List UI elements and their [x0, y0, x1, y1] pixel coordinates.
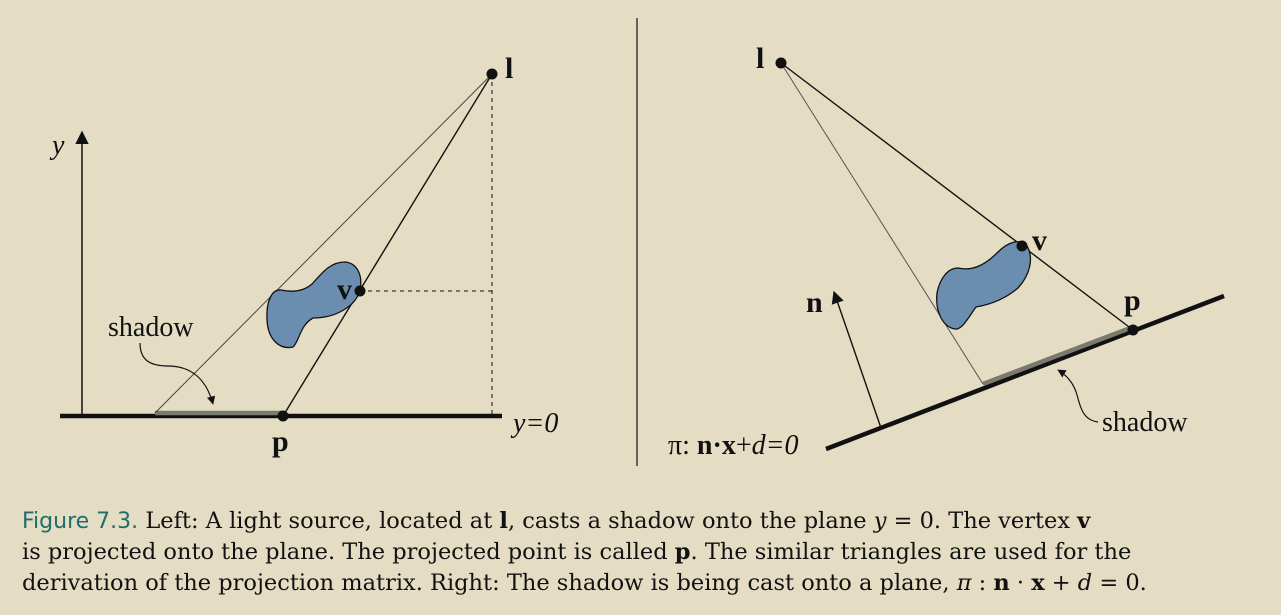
caption-text: . The similar triangles are used for the	[690, 539, 1132, 565]
caption-text: derivation of the projection matrix. Rig…	[22, 570, 957, 596]
figure-number: Figure 7.3.	[22, 509, 139, 534]
eq-d: d	[752, 430, 767, 461]
caption-text: is projected onto the plane. The project…	[22, 539, 675, 565]
eq-zero: =0	[766, 430, 799, 461]
eq-pi: π:	[668, 430, 697, 461]
plane-equation: π: n·x+d=0	[668, 430, 799, 461]
caption-symbol-pi: π	[956, 570, 972, 596]
caption-symbol-l: l	[499, 508, 508, 534]
eq-x: x	[722, 430, 736, 461]
vertex-point	[354, 285, 366, 297]
projection-ray-right	[780, 62, 1134, 331]
shadow-pointer-arrow-right	[1057, 369, 1099, 423]
caption-text: ·	[1009, 570, 1032, 596]
shadow-label-right: shadow	[1102, 407, 1188, 438]
figure-caption: Figure 7.3. Left: A light source, locate…	[22, 506, 1262, 599]
left-diagram: y y=0 l v p shadow	[49, 52, 558, 458]
caption-text: , casts a shadow onto the plane	[507, 508, 874, 534]
projection-ray	[282, 73, 493, 417]
projected-point-right	[1127, 324, 1139, 336]
caption-symbol-y: y	[873, 508, 887, 534]
eq-dot: ·	[713, 430, 722, 461]
caption-line-1: Figure 7.3. Left: A light source, locate…	[22, 506, 1262, 537]
eq-n: n	[697, 430, 713, 461]
caption-text: +	[1044, 570, 1078, 596]
light-label: l	[505, 52, 513, 85]
occluder-blob	[266, 261, 362, 349]
light-label-right: l	[756, 42, 764, 75]
projected-label: p	[272, 425, 289, 458]
projected-point	[277, 410, 289, 422]
silhouette-ray-right	[780, 62, 984, 385]
eq-plus: +	[736, 430, 752, 461]
silhouette-ray	[154, 73, 493, 414]
caption-text: = 0.	[1092, 570, 1147, 596]
normal-label: n	[806, 286, 823, 319]
caption-line-2: is projected onto the plane. The project…	[22, 537, 1262, 568]
shadow-pointer-arrow	[139, 342, 216, 405]
tilted-plane	[825, 293, 1225, 452]
light-source-point	[486, 68, 498, 80]
shadow-label: shadow	[108, 312, 194, 343]
normal-arrow	[831, 290, 882, 429]
caption-line-3: derivation of the projection matrix. Rig…	[22, 568, 1262, 599]
shadow-segment-right	[982, 324, 1134, 387]
caption-symbol-v: v	[1077, 508, 1091, 534]
vertex-label: v	[337, 273, 352, 306]
caption-symbol-p: p	[674, 539, 691, 565]
caption-text: = 0. The vertex	[886, 508, 1078, 534]
caption-symbol-x: x	[1031, 570, 1045, 596]
caption-text: :	[971, 570, 994, 596]
figure-illustration: y y=0 l v p shadow	[49, 18, 1225, 466]
y-axis-label: y	[49, 130, 65, 161]
light-source-point-right	[775, 57, 787, 69]
vertex-label-right: v	[1032, 224, 1047, 257]
right-diagram: n l v p shadow π: n·x+d=0	[668, 42, 1225, 461]
caption-symbol-d: d	[1077, 570, 1093, 596]
caption-text: Left: A light source, located at	[145, 508, 500, 534]
vertex-point-right	[1016, 240, 1028, 252]
caption-symbol-n: n	[993, 570, 1010, 596]
projected-label-right: p	[1124, 284, 1141, 317]
plane-label: y=0	[510, 408, 558, 439]
occluder-blob-right	[936, 241, 1032, 330]
